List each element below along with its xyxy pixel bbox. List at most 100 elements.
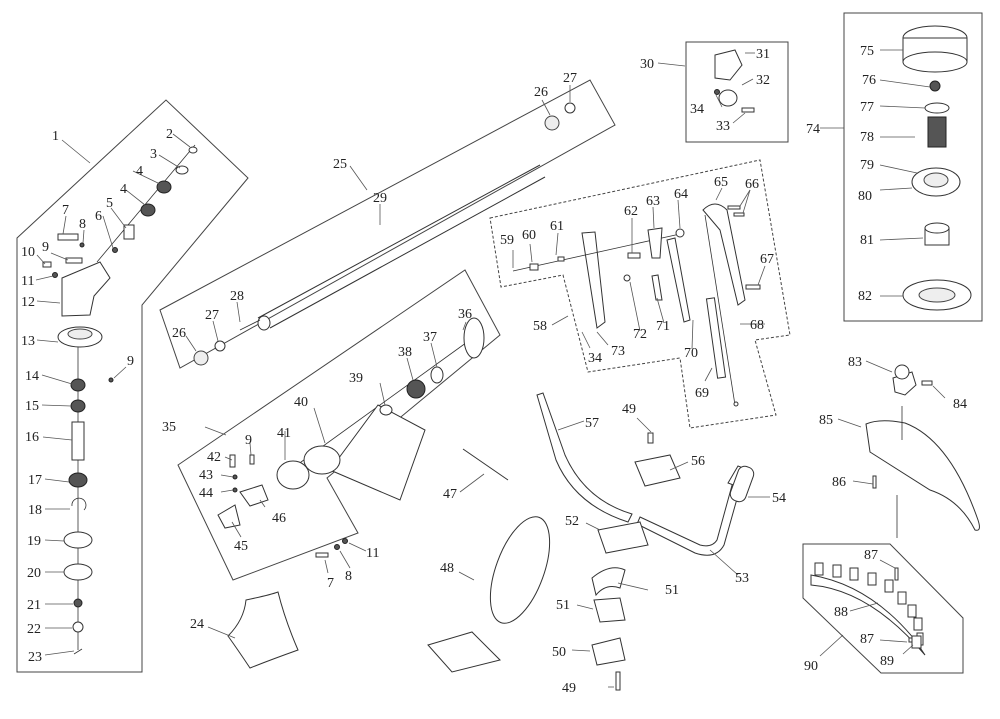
callout-42: 42 [207, 450, 221, 465]
callout-8b: 8 [345, 569, 352, 584]
callout-19: 19 [27, 534, 41, 549]
callout-44: 44 [199, 486, 213, 501]
callout-78: 78 [860, 130, 874, 145]
callout-3: 3 [150, 147, 157, 162]
trimmer-head-parts [902, 25, 972, 311]
callout-33: 33 [716, 119, 730, 134]
callout-48: 48 [440, 561, 454, 576]
callout-22: 22 [27, 622, 41, 637]
callout-9b: 9 [127, 354, 134, 369]
callout-35: 35 [162, 420, 176, 435]
callout-87: 87 [864, 548, 878, 563]
callout-37: 37 [423, 330, 437, 345]
callout-34b: 34 [588, 351, 602, 366]
callout-80: 80 [858, 189, 872, 204]
callout-26b: 26 [172, 326, 186, 341]
guard-extension-parts [810, 562, 926, 656]
trimmer-head-group-frame [843, 12, 983, 322]
callout-39: 39 [349, 371, 363, 386]
callout-8: 8 [79, 217, 86, 232]
callout-7: 7 [62, 203, 69, 218]
guard-parts [865, 364, 980, 538]
callout-2: 2 [166, 127, 173, 142]
callout-67: 67 [760, 252, 774, 267]
callout-9c: 9 [245, 433, 252, 448]
callout-34: 34 [690, 102, 704, 117]
callout-51b: 51 [556, 598, 570, 613]
callout-26: 26 [534, 85, 548, 100]
callout-38: 38 [398, 345, 412, 360]
callout-17: 17 [28, 473, 42, 488]
callout-57: 57 [585, 416, 599, 431]
callout-75: 75 [860, 44, 874, 59]
gearbox-parts [42, 144, 198, 655]
callout-27b: 27 [205, 308, 219, 323]
callout-40: 40 [294, 395, 308, 410]
handle-parts [462, 392, 755, 691]
callout-73: 73 [611, 344, 625, 359]
blade [227, 591, 299, 669]
callout-76: 76 [862, 73, 876, 88]
guard-extension-group-frame [802, 543, 964, 674]
callout-63: 63 [646, 194, 660, 209]
leader-lines [35, 49, 946, 688]
callout-62: 62 [624, 204, 638, 219]
callout-86: 86 [832, 475, 846, 490]
callout-60: 60 [522, 228, 536, 243]
callout-71: 71 [656, 319, 670, 334]
callout-18: 18 [28, 503, 42, 518]
callout-4b: 4 [120, 182, 127, 197]
callouts: 1 2 3 4 4 5 6 7 8 9 10 11 12 13 9 14 15 … [21, 44, 967, 696]
harness [427, 516, 551, 673]
throttle-group-frame [489, 159, 791, 429]
callout-15: 15 [25, 399, 39, 414]
callout-1: 1 [52, 129, 59, 144]
shaft-parts [193, 102, 576, 366]
clamp-parts [714, 49, 755, 113]
callout-13: 13 [21, 334, 35, 349]
callout-72: 72 [633, 327, 647, 342]
callout-70: 70 [684, 346, 698, 361]
callout-65: 65 [714, 175, 728, 190]
callout-85: 85 [819, 413, 833, 428]
callout-87b: 87 [860, 632, 874, 647]
callout-84: 84 [953, 397, 967, 412]
callout-41: 41 [277, 426, 291, 441]
callout-6: 6 [95, 209, 102, 224]
callout-88: 88 [834, 605, 848, 620]
callout-90: 90 [804, 659, 818, 674]
callout-52: 52 [565, 514, 579, 529]
callout-20: 20 [27, 566, 41, 581]
callout-51: 51 [665, 583, 679, 598]
callout-4: 4 [136, 164, 143, 179]
gearbox-group-frame [16, 99, 249, 673]
clamp-group-frame [685, 41, 789, 143]
callout-45: 45 [234, 539, 248, 554]
callout-9: 9 [42, 240, 49, 255]
callout-83: 83 [848, 355, 862, 370]
callout-29: 29 [373, 191, 387, 206]
callout-56: 56 [691, 454, 705, 469]
callout-36: 36 [458, 307, 472, 322]
callout-54: 54 [772, 491, 786, 506]
callout-59: 59 [500, 233, 514, 248]
callout-24: 24 [190, 617, 204, 632]
callout-68: 68 [750, 318, 764, 333]
callout-14: 14 [25, 369, 39, 384]
clutch-parts [217, 317, 485, 558]
callout-74: 74 [806, 122, 820, 137]
callout-23: 23 [28, 650, 42, 665]
callout-5: 5 [106, 196, 113, 211]
callout-49b: 49 [562, 681, 576, 696]
callout-49: 49 [622, 402, 636, 417]
callout-47: 47 [443, 487, 457, 502]
callout-69: 69 [695, 386, 709, 401]
callout-11b: 11 [366, 546, 379, 561]
callout-21: 21 [27, 598, 41, 613]
callout-30: 30 [640, 57, 654, 72]
callout-31: 31 [756, 47, 770, 62]
callout-61: 61 [550, 219, 564, 234]
callout-10: 10 [21, 245, 35, 260]
callout-81: 81 [860, 233, 874, 248]
